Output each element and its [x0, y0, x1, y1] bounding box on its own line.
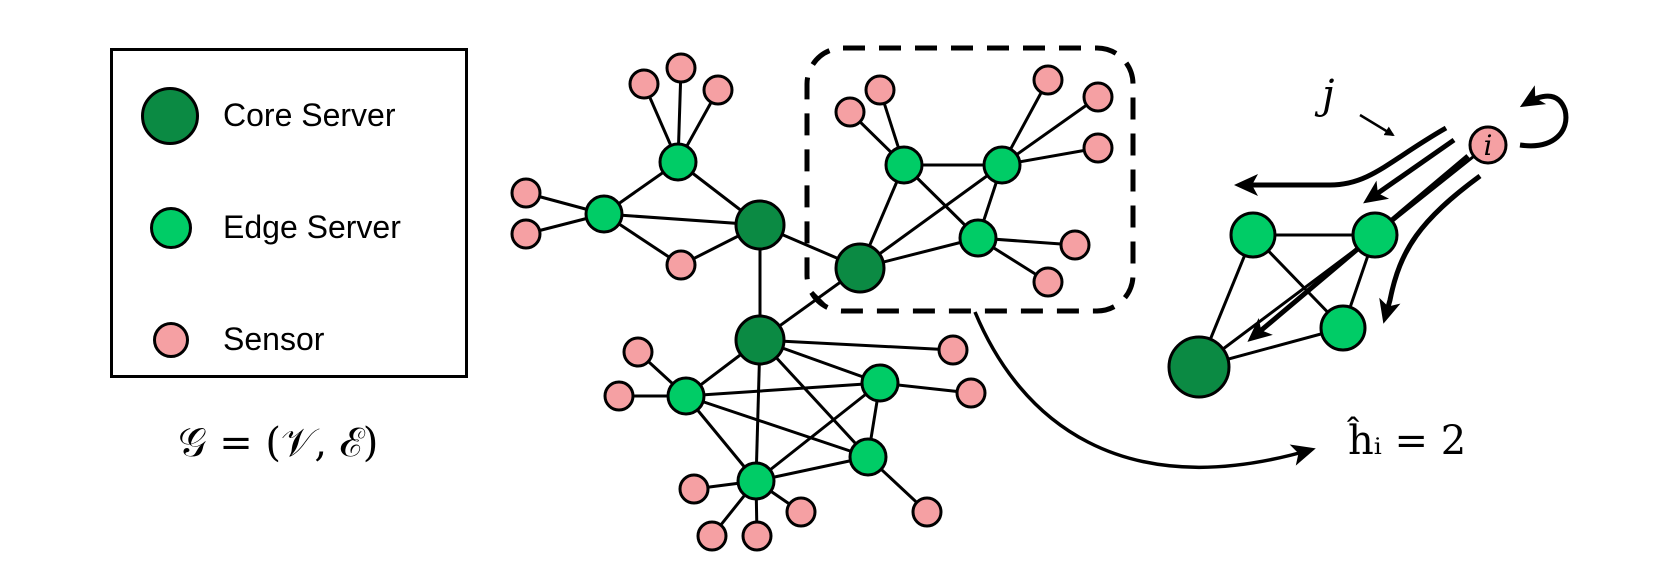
sensor-node — [702, 74, 734, 106]
core-server-node — [834, 242, 886, 294]
sensor-node — [1059, 229, 1091, 261]
core-server-node — [734, 199, 786, 251]
sensor-node — [628, 68, 660, 100]
legend-row-sensor: Sensor — [113, 311, 465, 371]
edge-server-node — [1229, 211, 1277, 259]
sensor-node — [864, 74, 896, 106]
sensor-node — [937, 334, 969, 366]
sensor-swatch — [153, 322, 189, 358]
hop-count-label: ĥᵢ = 2 — [1348, 418, 1467, 464]
edge-server-node — [848, 437, 888, 477]
edge-server-node — [982, 145, 1022, 185]
graph-edges — [525, 67, 1489, 537]
sensor-node — [665, 52, 697, 84]
sensor-node — [510, 218, 542, 250]
detail-arrow — [973, 311, 1316, 469]
edge-server-node — [1319, 304, 1367, 352]
legend-row-core: Core Server — [113, 87, 465, 147]
graph-definition: 𝒢 = (𝒱, ℰ) — [178, 420, 379, 466]
core-server-node — [1167, 335, 1231, 399]
edge-server-node — [736, 461, 776, 501]
sensor-node — [741, 520, 773, 552]
sensor-node — [911, 496, 943, 528]
sensor-node-i — [1468, 125, 1508, 165]
edge-server-node — [958, 218, 998, 258]
sensor-node — [678, 473, 710, 505]
flow-arrows — [1234, 85, 1569, 342]
edge-server-swatch — [150, 207, 192, 249]
cluster-highlight-box — [804, 45, 1136, 314]
sensor-node — [1082, 81, 1114, 113]
legend: Core Server Edge Server Sensor — [110, 48, 468, 378]
sensor-node — [622, 336, 654, 368]
legend-label-sensor: Sensor — [223, 321, 325, 357]
core-server-node — [734, 314, 786, 366]
sensor-node — [1032, 64, 1064, 96]
core-server-swatch — [141, 87, 199, 145]
sensor-node — [834, 96, 866, 128]
sensor-node — [955, 377, 987, 409]
node-j-label: j — [1322, 72, 1335, 118]
sensor-node — [665, 249, 697, 281]
sensor-node — [603, 380, 635, 412]
legend-label-core: Core Server — [223, 97, 396, 133]
legend-row-edge: Edge Server — [113, 199, 465, 259]
sensor-node — [785, 496, 817, 528]
edge-cut-marker — [810, 290, 828, 308]
sensor-node — [1082, 132, 1114, 164]
sensor-node — [510, 177, 542, 209]
sensor-node — [1032, 266, 1064, 298]
edge-server-node — [584, 194, 624, 234]
j-pointer-arrow — [1359, 113, 1395, 137]
edge-server-node — [666, 376, 706, 416]
edge-server-node — [860, 363, 900, 403]
edge-server-node — [884, 145, 924, 185]
edge-server-node — [1351, 211, 1399, 259]
node-i-label: i — [1484, 129, 1493, 162]
sensor-node — [696, 520, 728, 552]
edge-server-node — [658, 142, 698, 182]
legend-label-edge: Edge Server — [223, 209, 401, 245]
